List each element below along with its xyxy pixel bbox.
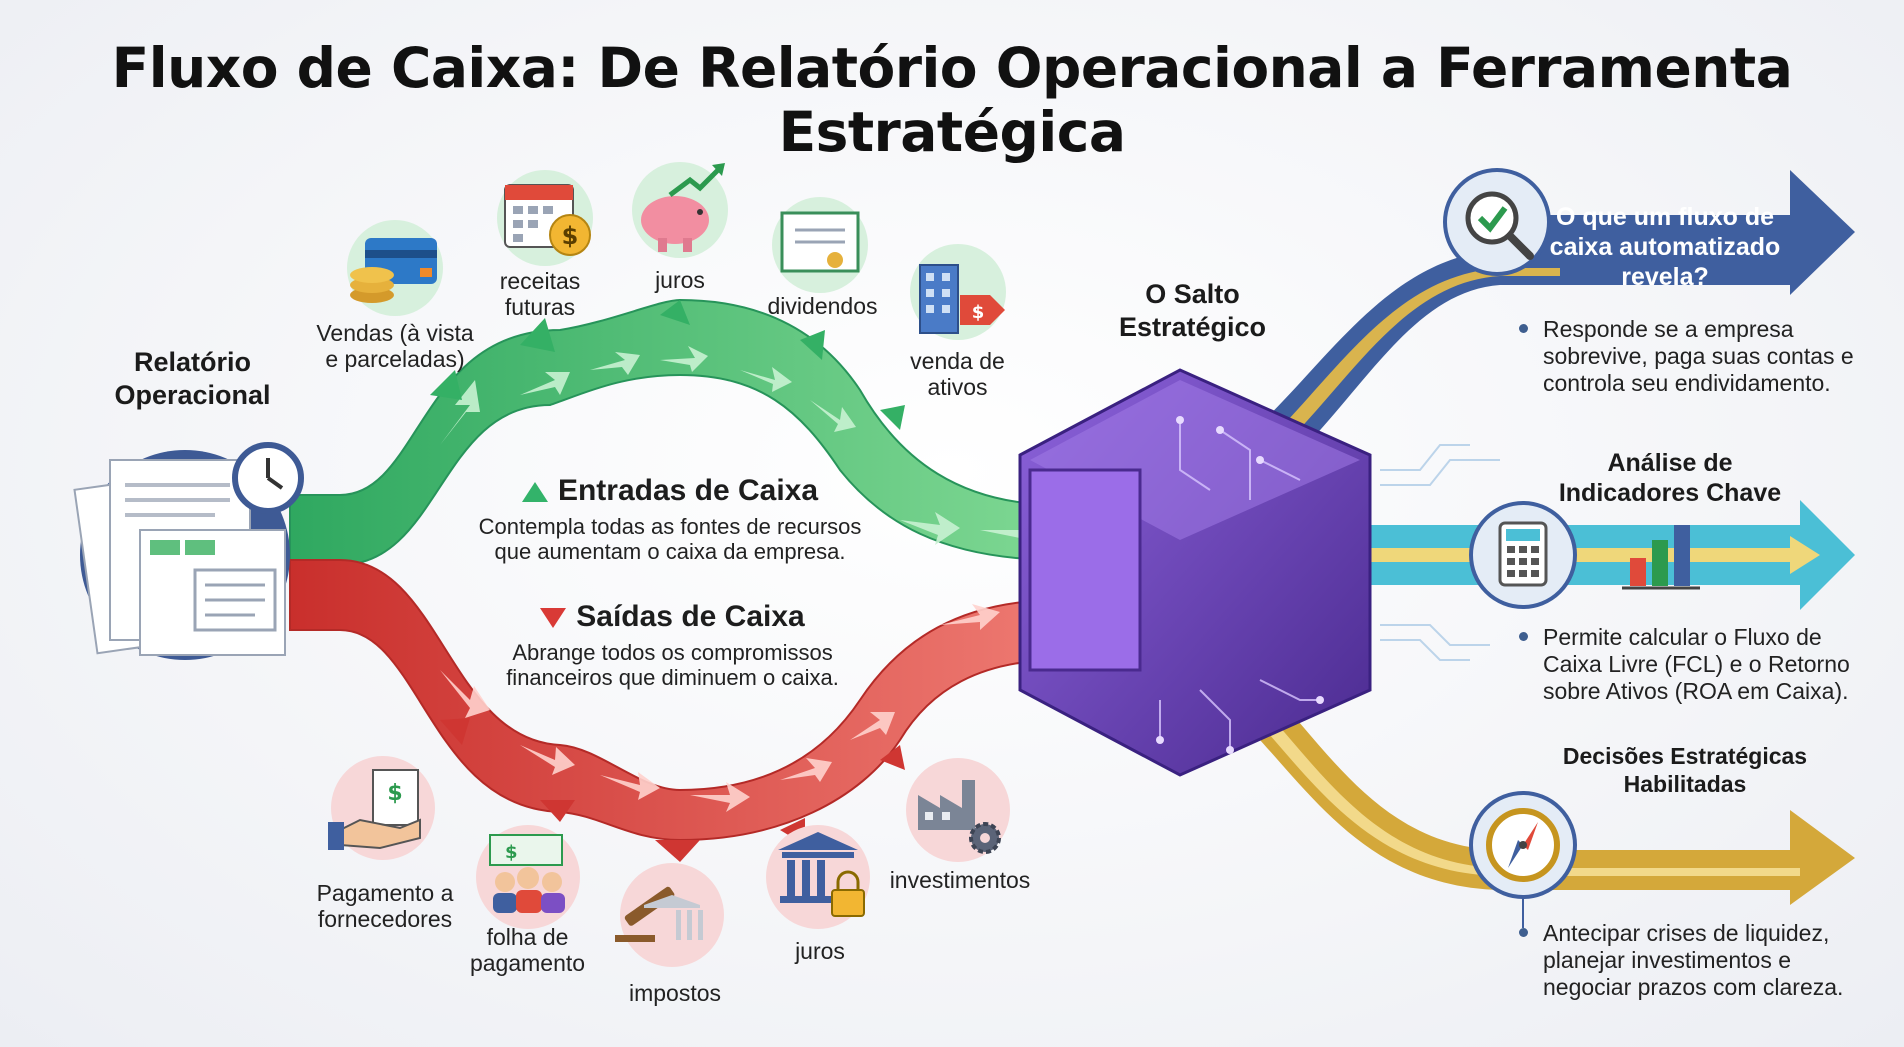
circuit-lines bbox=[1380, 444, 1500, 661]
arrow-blue bbox=[1510, 170, 1855, 295]
payment-hand-icon: $ bbox=[328, 769, 421, 850]
outflow-item-payroll: folha de pagamento bbox=[469, 924, 586, 976]
bullet-dot bbox=[1519, 928, 1528, 937]
svg-text:$: $ bbox=[387, 781, 402, 806]
calculator-icon bbox=[1498, 521, 1548, 587]
outflow-item-taxes: impostos bbox=[628, 980, 722, 1006]
gavel-building-icon bbox=[615, 886, 703, 942]
inflow-description: Contempla todas as fontes de recursos qu… bbox=[478, 514, 862, 564]
piggy-bank-icon bbox=[641, 163, 725, 252]
outcome-1-title: O que um fluxo de caixa automatizado rev… bbox=[1549, 203, 1781, 291]
left-label: Relatório Operacional bbox=[114, 347, 271, 410]
bullet-dot bbox=[1519, 324, 1528, 333]
svg-text:$: $ bbox=[505, 842, 518, 863]
inflow-item-asset-sale: venda de ativos bbox=[910, 348, 1005, 400]
calendar-dollar-icon: $ bbox=[504, 184, 591, 256]
bullet-dot bbox=[1519, 632, 1528, 641]
outflow-summary: Saídas de Caixa Abrange todos os comprom… bbox=[480, 600, 865, 690]
outflow-spikes bbox=[440, 718, 905, 862]
outflow-description: Abrange todos os compromissos financeiro… bbox=[506, 640, 839, 690]
bar-chart-icon bbox=[1622, 525, 1700, 590]
card-coins-icon bbox=[350, 238, 437, 303]
compass-icon bbox=[1486, 808, 1560, 882]
inflow-spikes bbox=[430, 300, 905, 430]
svg-text:$: $ bbox=[562, 222, 579, 250]
payroll-people-icon: $ bbox=[489, 834, 565, 913]
inflow-chevrons bbox=[440, 346, 1055, 550]
inflow-summary: Entradas de Caixa Contempla todas as fon… bbox=[470, 474, 870, 564]
outcome-3-text: Antecipar crises de liquidez, planejar i… bbox=[1519, 920, 1863, 1001]
stream-teal-stripe bbox=[1100, 536, 1820, 574]
inflow-item-dividends: dividendos bbox=[767, 293, 878, 319]
report-documents-icon bbox=[73, 442, 304, 656]
outflow-item-interest: juros bbox=[795, 938, 845, 964]
factory-gear-icon bbox=[918, 780, 1001, 854]
inflow-item-interest: juros bbox=[655, 267, 705, 293]
center-label: O Salto Estratégico bbox=[1118, 279, 1267, 342]
triangle-up-icon bbox=[521, 482, 548, 503]
outcome-1-text: Responde se a empresa sobrevive, paga su… bbox=[1519, 316, 1863, 397]
outcome-2-text: Permite calcular o Fluxo de Caixa Livre … bbox=[1519, 624, 1863, 705]
magnifier-check-icon bbox=[1465, 191, 1534, 260]
outcome-2-title: Análise de Indicadores Chave bbox=[1558, 449, 1782, 507]
inflow-item-future-revenue: receitas futuras bbox=[499, 268, 581, 320]
hub-circuits bbox=[1159, 420, 1320, 750]
certificate-icon bbox=[780, 211, 860, 273]
outcome-3-title: Decisões Estratégicas Habilitadas bbox=[1562, 743, 1808, 797]
building-tag-icon: $ bbox=[919, 264, 1005, 334]
outflow-heading: Saídas de Caixa bbox=[576, 600, 805, 633]
outflow-item-investments: investimentos bbox=[889, 867, 1031, 893]
inflow-item-sales: Vendas (à vista e parceladas) bbox=[316, 320, 474, 372]
page-title: Fluxo de Caixa: De Relatório Operacional… bbox=[111, 36, 1793, 164]
hub-nodes bbox=[1156, 416, 1324, 754]
inflow-heading: Entradas de Caixa bbox=[557, 474, 819, 507]
outflow-chevrons bbox=[440, 604, 1000, 812]
svg-text:$: $ bbox=[972, 302, 985, 323]
outflow-item-suppliers: Pagamento a fornecedores bbox=[316, 880, 454, 932]
triangle-down-icon bbox=[540, 608, 567, 629]
bank-lock-icon bbox=[778, 832, 865, 917]
